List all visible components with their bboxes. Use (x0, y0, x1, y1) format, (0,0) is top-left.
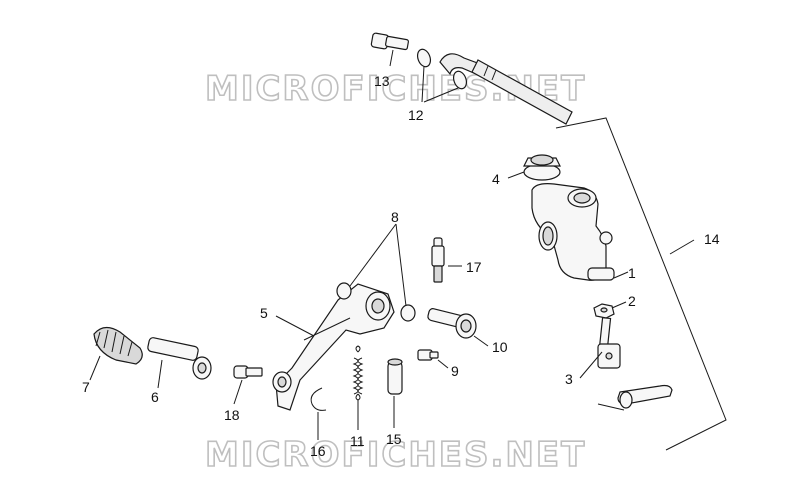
part-4-cap (523, 154, 561, 181)
watermark-bottom: MICROFICHES.NET (205, 435, 586, 475)
callout-1: 1 (628, 265, 636, 281)
callout-18: 18 (224, 407, 240, 423)
bracket-14 (555, 117, 727, 451)
part-9-screw (417, 349, 439, 361)
callout-15: 15 (386, 431, 402, 447)
part-13-banjo-bolt (370, 32, 409, 51)
callout-12: 12 (408, 107, 424, 123)
callout-labels: 1 2 3 4 5 6 7 8 9 10 11 12 13 14 15 16 1… (82, 73, 720, 459)
callout-13: 13 (374, 73, 390, 89)
callout-8: 8 (391, 209, 399, 225)
callout-11: 11 (350, 433, 365, 449)
bracket-3 (597, 403, 625, 411)
callout-9: 9 (451, 363, 459, 379)
callout-2: 2 (628, 293, 636, 309)
callout-5: 5 (260, 305, 268, 321)
part-7-rubber-boot (93, 326, 143, 365)
callout-4: 4 (492, 171, 500, 187)
part-5-brake-pedal (272, 283, 395, 411)
callout-3: 3 (565, 371, 573, 387)
callout-6: 6 (151, 389, 159, 405)
callout-17: 17 (466, 259, 482, 275)
part-2-nut (593, 303, 615, 319)
part-16-circlip (310, 387, 327, 411)
part-8-o-rings (336, 282, 416, 322)
callout-7: 7 (82, 379, 90, 395)
part-17-switch (431, 237, 445, 283)
part-1-master-cylinder (531, 183, 615, 281)
part-12-washers-hose (416, 48, 573, 125)
leader-lines (89, 49, 695, 440)
callout-16: 16 (310, 443, 326, 459)
callout-14: 14 (704, 231, 720, 247)
part-15-bush (387, 358, 403, 395)
part-10-pivot-bolt (427, 308, 477, 339)
part-18-screw (233, 365, 263, 379)
part-6-pedal-pin (147, 337, 212, 380)
part-11-spring (352, 345, 364, 401)
part-3-push-rod (597, 317, 673, 409)
callout-10: 10 (492, 339, 508, 355)
